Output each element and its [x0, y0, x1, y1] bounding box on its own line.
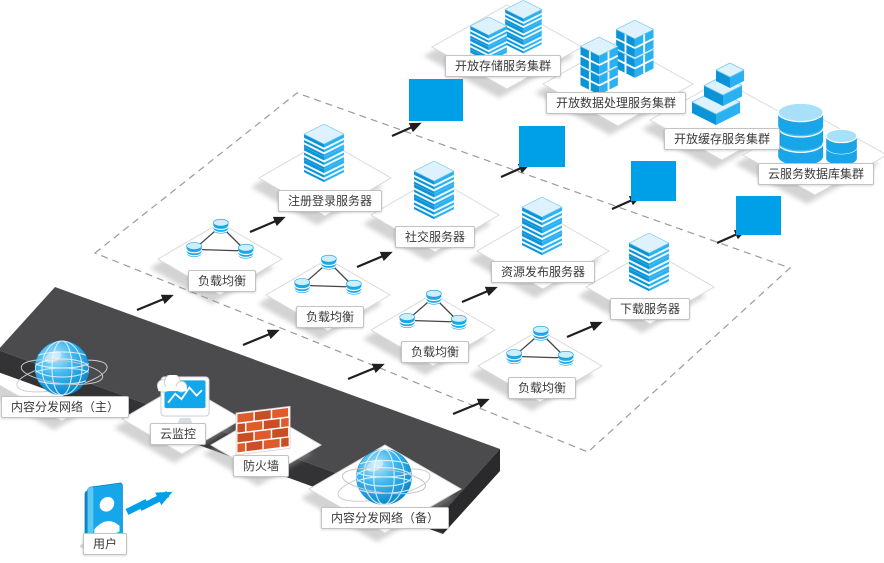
label-load-balancer-2: 负载均衡: [295, 306, 365, 328]
label-load-balancer-3: 负载均衡: [400, 341, 470, 363]
arrow: [242, 329, 280, 347]
label-firewall: 防火墙: [232, 455, 290, 477]
server-stack-icon: [629, 233, 669, 291]
label-user: 用户: [82, 533, 128, 555]
label-register-login-server: 注册登录服务器: [277, 190, 383, 212]
label-load-balancer-1: 负载均衡: [187, 270, 257, 292]
brick-wall-icon: [235, 405, 291, 456]
link-block-3: [631, 161, 676, 201]
link-block-1: [409, 79, 463, 121]
boundary-dashed-border: [93, 92, 792, 453]
label-cdn-backup: 内容分发网络（备）: [320, 507, 450, 529]
label-database-cluster: 云服务数据库集群: [757, 163, 875, 185]
label-storage-cluster: 开放存储服务集群: [444, 55, 562, 77]
label-cloud-monitor: 云监控: [149, 423, 207, 445]
label-load-balancer-4: 负载均衡: [507, 377, 577, 399]
label-social-server: 社交服务器: [394, 226, 476, 248]
database-cylinders-icon: [777, 102, 858, 167]
arrow: [356, 251, 393, 269]
user-flow-arrow-icon: [125, 491, 173, 515]
label-resource-publish-server: 资源发布服务器: [490, 261, 596, 283]
link-block-2: [519, 126, 565, 167]
flow-arrows: [136, 122, 747, 416]
server-stack-icon: [304, 124, 344, 182]
server-stack-icon: [414, 161, 454, 219]
server-stack-icon: [522, 197, 562, 255]
link-block-4: [736, 196, 781, 235]
arrow: [391, 122, 422, 138]
label-download-server: 下载服务器: [609, 298, 691, 320]
arrow: [566, 321, 603, 339]
arrow: [347, 363, 385, 381]
label-cdn-primary: 内容分发网络（主）: [0, 396, 130, 418]
arrow: [136, 294, 174, 312]
arrow: [452, 398, 490, 416]
arrow: [500, 163, 531, 179]
label-data-processing-cluster: 开放数据处理服务集群: [545, 92, 687, 114]
arrow: [249, 216, 286, 234]
arrow: [461, 286, 498, 304]
label-cache-cluster: 开放缓存服务集群: [663, 128, 781, 150]
